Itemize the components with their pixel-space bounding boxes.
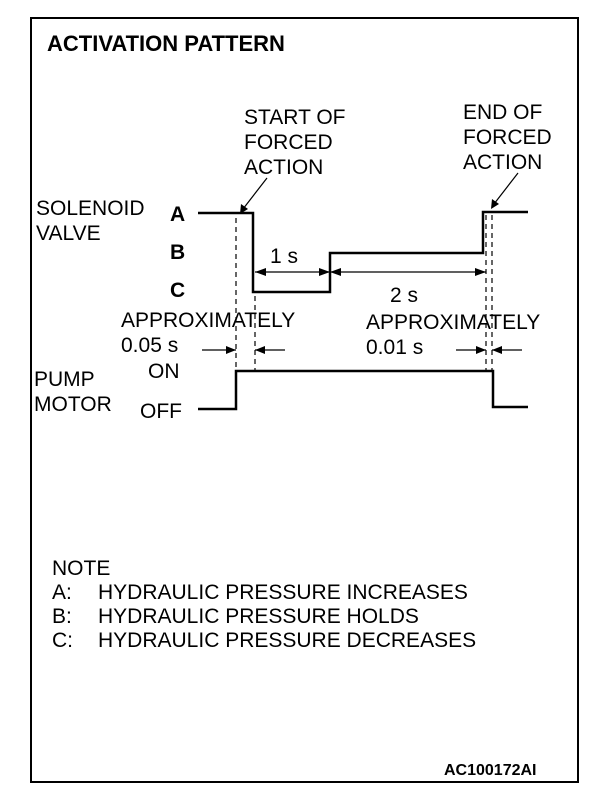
end-label-line-3: ACTION	[463, 151, 542, 174]
pump-label-line-2: MOTOR	[34, 393, 112, 416]
solenoid-label-line-2: VALVE	[36, 222, 101, 245]
pump-off-label: OFF	[140, 400, 182, 423]
diagram-title: ACTIVATION PATTERN	[47, 31, 285, 56]
diagram-frame	[30, 17, 579, 783]
solenoid-waveform	[198, 210, 528, 294]
start-label-line-1: START OF	[244, 106, 346, 129]
duration-2s-label: 2 s	[390, 284, 418, 307]
start-leader-arrow	[240, 204, 248, 214]
approx-left-arrow-right	[255, 346, 265, 354]
approx-left-line-2: 0.05 s	[121, 334, 178, 357]
duration-2s-arrow-left	[330, 268, 341, 276]
approx-right-arrow-right	[492, 346, 502, 354]
note-heading: NOTE	[52, 557, 110, 580]
duration-1s-arrow-right	[319, 268, 330, 276]
level-c-label: C	[170, 279, 185, 302]
level-b-label: B	[170, 241, 185, 264]
end-label-line-1: END OF	[463, 101, 542, 124]
start-leader-line	[242, 177, 268, 210]
duration-1s-arrow-left	[255, 268, 266, 276]
end-label-line-2: FORCED	[463, 126, 552, 149]
start-label-line-3: ACTION	[244, 156, 323, 179]
approx-right-line-2: 0.01 s	[366, 336, 423, 359]
start-label-line-2: FORCED	[244, 131, 333, 154]
approx-right-line-1: APPROXIMATELY	[366, 311, 540, 334]
note-key-a: A:	[52, 581, 72, 604]
approx-left-line-1: APPROXIMATELY	[121, 309, 295, 332]
figure-id: AC100172AI	[444, 762, 537, 779]
duration-1s-label: 1 s	[270, 245, 298, 268]
level-a-label: A	[170, 203, 185, 226]
pump-motor-waveform	[198, 369, 528, 411]
pump-label-line-1: PUMP	[34, 368, 95, 391]
solenoid-label-line-1: SOLENOID	[36, 197, 145, 220]
note-key-b: B:	[52, 605, 72, 628]
duration-2s-arrow-right	[475, 268, 486, 276]
end-leader-arrow	[491, 199, 499, 209]
note-key-c: C:	[52, 629, 73, 652]
note-text-c: HYDRAULIC PRESSURE DECREASES	[98, 629, 476, 652]
approx-left-arrow-left	[226, 346, 236, 354]
end-leader-line	[493, 172, 519, 205]
pump-on-label: ON	[148, 360, 180, 383]
note-text-a: HYDRAULIC PRESSURE INCREASES	[98, 581, 468, 604]
note-text-b: HYDRAULIC PRESSURE HOLDS	[98, 605, 419, 628]
approx-right-arrow-left	[476, 346, 486, 354]
